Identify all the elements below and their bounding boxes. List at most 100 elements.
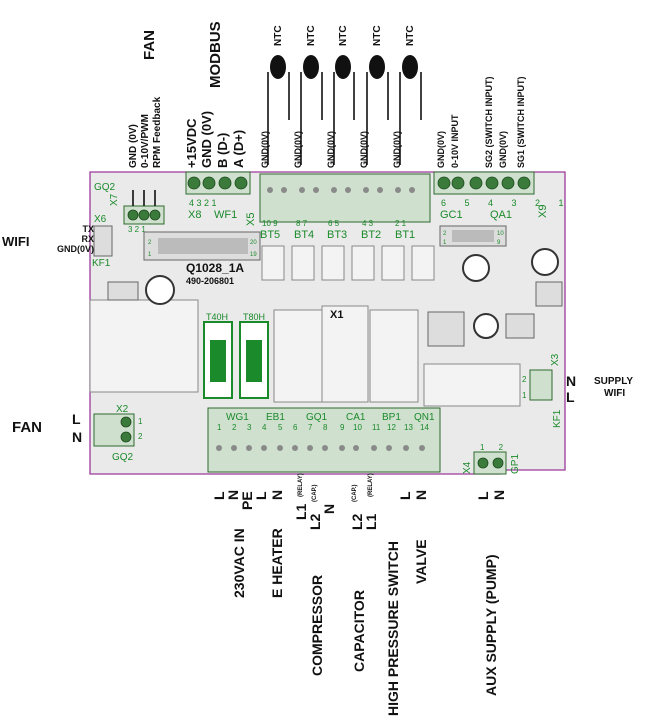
bottom-captions: 230VAC IN E HEATER COMPRESSOR CAPACITOR … (231, 528, 499, 716)
header-num-2: 2 (148, 240, 152, 246)
modbus-title: MODBUS (207, 21, 224, 88)
x4-connector (473, 451, 507, 475)
aux-l: L (475, 491, 491, 500)
inductor (535, 281, 563, 307)
qn1-label: QN1 (414, 412, 435, 423)
svg-text:GND(0V): GND(0V) (326, 131, 336, 168)
ntc-sensors: NTC GND(0V) NTC GND(0V) NTC GND(0V) NTC … (260, 25, 422, 168)
ntc-sensor-1: NTC GND(0V) (260, 25, 290, 168)
bt2-label: BT2 (361, 229, 381, 241)
bt3-label: BT3 (327, 229, 347, 241)
bottom-terminal-pins (216, 445, 425, 451)
x2-pin-2: 2 (138, 432, 143, 441)
valve-n: N (413, 490, 429, 500)
fan-top-pin-3: RPM Feedback (152, 96, 163, 168)
supply-n: N (566, 373, 576, 389)
bottom-wire-labels: L N PE L N L1 (RELAY) L2 (CAP.) N L2 (CA… (211, 473, 507, 530)
compressor-n: N (321, 504, 337, 514)
caption-compressor: COMPRESSOR (309, 575, 325, 676)
ntc-label-5: NTC (405, 25, 416, 46)
svg-text:13: 13 (404, 423, 413, 432)
small-ic-left (107, 281, 139, 301)
wf1-label: WF1 (214, 209, 237, 221)
header-num-19: 19 (250, 252, 257, 258)
svg-text:2: 2 (443, 231, 447, 237)
x3-connector (529, 369, 553, 401)
fan-left-title: FAN (12, 419, 42, 436)
fan-top-pin-2: 0-10V/PWM (140, 114, 151, 168)
ntc-terminal-pins (267, 187, 415, 193)
input-pin-labels: GND(0V) 0-10V INPUT SG2 (SWITCH INPUT) G… (436, 76, 526, 168)
x3-pin-1: 1 (522, 391, 527, 400)
wifi-pin-rx: RX (81, 234, 94, 244)
svg-text:GND(0V): GND(0V) (359, 131, 369, 168)
fan-top-pin-labels: GND (0V) 0-10V/PWM RPM Feedback (128, 96, 163, 168)
compressor-l2: L2 (307, 513, 323, 530)
fuse-t40h-label: T40H (206, 312, 228, 322)
buzzer (145, 275, 175, 305)
bt-labels: BT5 BT4 BT3 BT2 BT1 (260, 229, 415, 241)
x7-label: X7 (109, 193, 120, 206)
power-terminal-strip (207, 407, 441, 473)
capacitor-2 (531, 248, 559, 276)
svg-text:10 9: 10 9 (262, 219, 278, 228)
ac-in-n: N (225, 490, 241, 500)
svg-text:9: 9 (497, 240, 501, 246)
x8-pins: 4 3 2 1 (189, 198, 217, 208)
supply-wifi: WIFI (604, 388, 625, 399)
x4-label: X4 (462, 461, 473, 474)
svg-text:14: 14 (420, 423, 429, 432)
part-number: Q1028_1A (186, 261, 244, 275)
supply-l: L (566, 389, 575, 405)
kf1-right-label: KF1 (552, 409, 563, 428)
modbus-pin-3: B (D-) (215, 133, 230, 168)
input-pin-5: SG1 (SWITCH INPUT) (516, 76, 526, 168)
gc1-label: GC1 (440, 209, 463, 221)
caption-230vac-in: 230VAC IN (231, 528, 247, 598)
fan-top-pin-1: GND (0V) (128, 124, 139, 168)
header-num-20: 20 (250, 240, 257, 246)
right-chip (427, 311, 465, 347)
x3-pin-2: 2 (522, 375, 527, 384)
svg-text:6 5: 6 5 (328, 219, 340, 228)
fan-left-l: L (72, 411, 81, 427)
ntc-sensor-3: NTC GND(0V) (326, 25, 355, 168)
relay-main (321, 305, 369, 403)
ntc-label-1: NTC (273, 25, 284, 46)
caption-high-pressure-switch: HIGH PRESSURE SWITCH (385, 541, 401, 716)
ribbon-header-pins (158, 238, 248, 254)
svg-text:GND(0V): GND(0V) (392, 131, 402, 168)
heater-l: L (253, 491, 269, 500)
gq2-bottom-label: GQ2 (112, 452, 134, 463)
wifi-left-title: WIFI (2, 234, 29, 249)
wifi-left-pins: TX RX GND(0V) (57, 224, 94, 254)
bt4-label: BT4 (294, 229, 314, 241)
bottom-pin-numbers: 1 2 3 4 5 6 7 8 9 10 11 12 13 14 (217, 423, 429, 432)
caption-capacitor: CAPACITOR (351, 590, 367, 672)
kf1-left-label: KF1 (92, 258, 111, 269)
x2-pin-1: 1 (138, 417, 143, 426)
x4-pins: 1 2 (480, 443, 509, 452)
relay-compressor (273, 309, 323, 403)
svg-text:8 7: 8 7 (296, 219, 308, 228)
x5-label: X5 (245, 213, 257, 226)
ntc-terminal-strip (259, 173, 431, 223)
x3-label: X3 (550, 353, 561, 366)
capacitor-3 (473, 313, 499, 339)
x2-label: X2 (116, 404, 129, 415)
bp1-label: BP1 (382, 412, 401, 423)
ntc-sensor-5: NTC GND(0V) (392, 25, 422, 168)
modbus-pin-labels: +15VDC GND (0V) B (D-) A (D+) (184, 111, 246, 168)
caption-e-heater: E HEATER (269, 528, 285, 598)
qa1-label: QA1 (490, 209, 512, 221)
capacitor-1 (462, 254, 490, 282)
qa1-pins: 6 5 4 3 2 1 (441, 198, 572, 208)
compressor-l1: L1 (293, 503, 309, 520)
bt5-label: BT5 (260, 229, 280, 241)
input-pin-4: GND(0V) (498, 131, 508, 168)
capacitor-l1: L1 (363, 513, 379, 530)
input-pin-2: 0-10V INPUT (450, 114, 460, 168)
ntc-label-2: NTC (306, 25, 317, 46)
